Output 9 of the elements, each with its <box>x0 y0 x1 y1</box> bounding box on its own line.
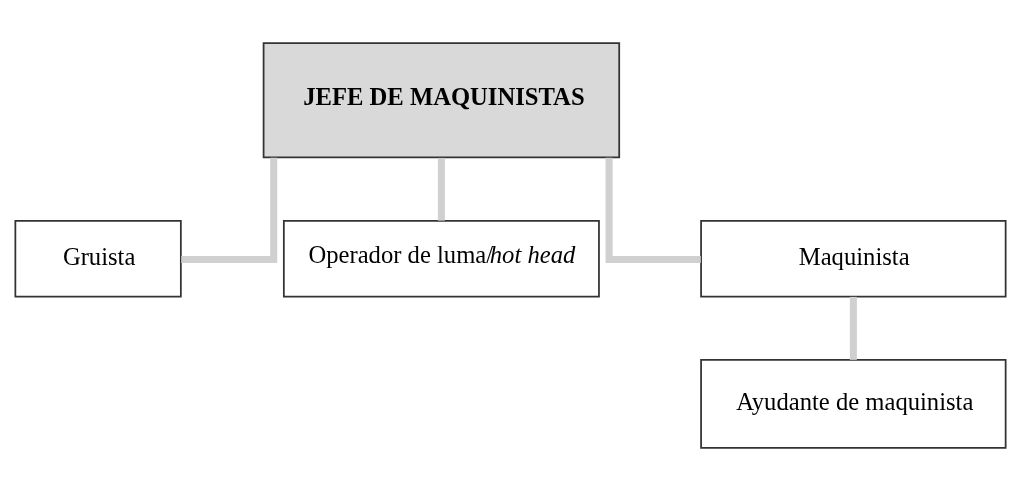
connector <box>437 157 445 221</box>
node-box: Maquinista <box>700 219 1007 297</box>
connector <box>849 296 857 360</box>
node-box: Operador de luma/hot head <box>282 219 600 297</box>
connector <box>181 157 278 263</box>
node-box: JEFE DE MAQUINISTAS <box>262 41 621 158</box>
connector <box>605 157 701 263</box>
node-box: Ayudante de maquinista <box>700 358 1007 449</box>
node-box: Gruista <box>14 219 182 297</box>
